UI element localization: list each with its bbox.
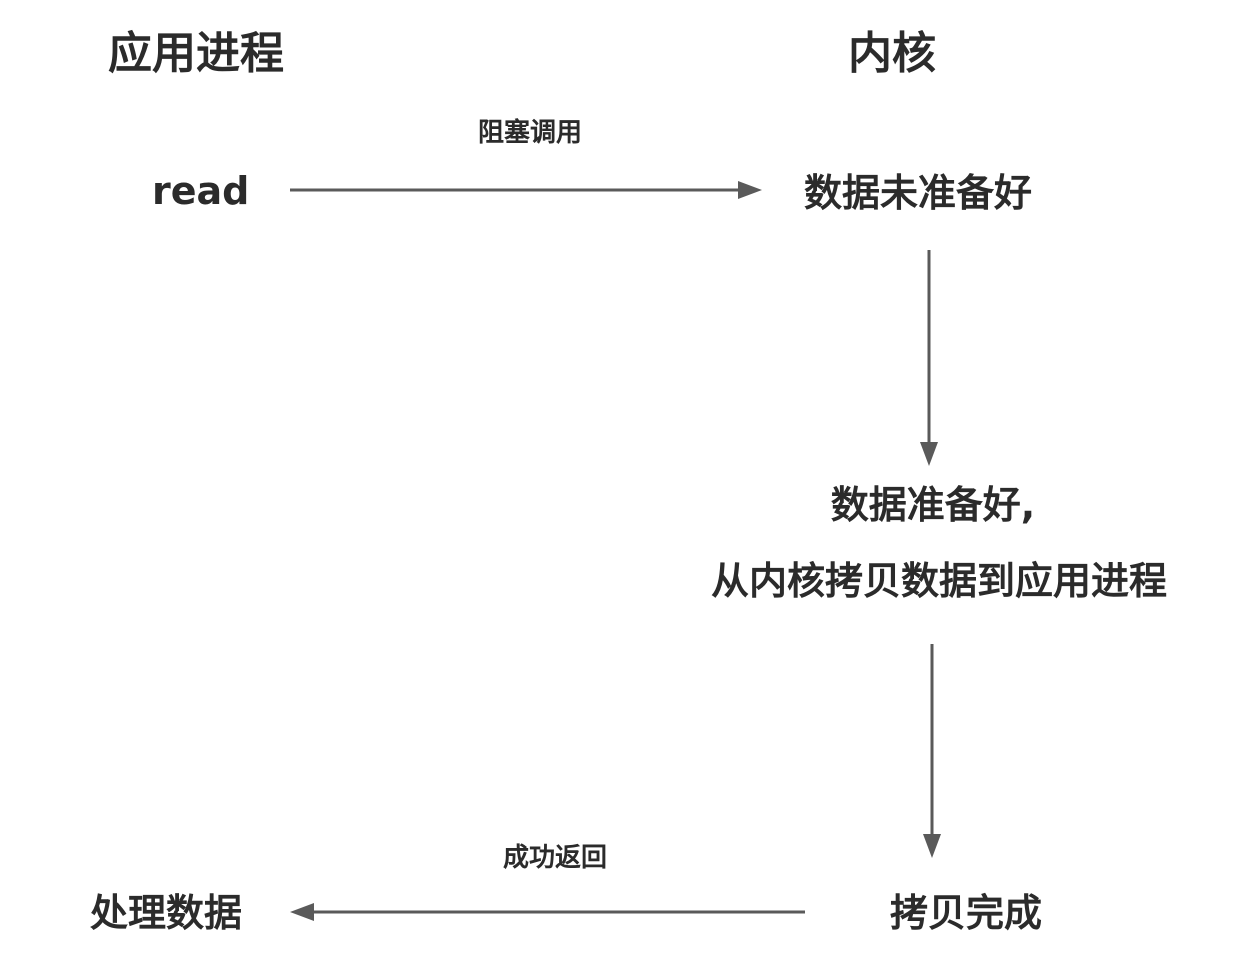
ready-to-copy-done-arrow (923, 644, 941, 858)
process-data-node: 处理数据 (90, 891, 243, 935)
success-return-label: 成功返回 (503, 843, 608, 873)
copy-done-node: 拷贝完成 (890, 891, 1043, 935)
blocking-call-arrow (290, 181, 762, 199)
blocking-call-label: 阻塞调用 (478, 118, 583, 148)
app-process-header: 应用进程 (108, 28, 284, 79)
not-ready-to-ready-arrow (920, 250, 938, 466)
data-ready-node-line2: 从内核拷贝数据到应用进程 (710, 559, 1168, 603)
data-not-ready-node: 数据未准备好 (804, 171, 1033, 215)
read-node: read (152, 169, 250, 213)
data-ready-node-line1: 数据准备好, (830, 483, 1036, 527)
success-return-arrow (290, 903, 805, 921)
kernel-header: 内核 (848, 28, 936, 79)
